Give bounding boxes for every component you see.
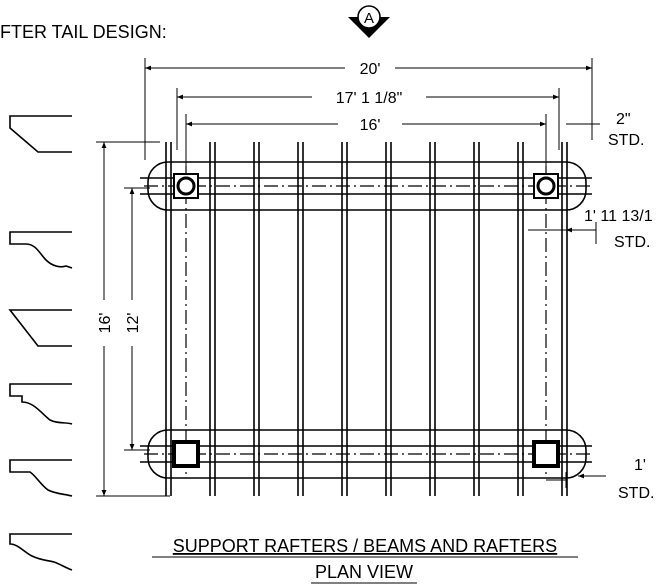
tail-profile-bevel xyxy=(9,115,72,153)
rafter xyxy=(165,142,172,496)
dim-overall-depth-label: 16' xyxy=(97,313,114,334)
beam-top xyxy=(140,161,592,211)
rafter xyxy=(429,142,436,496)
rafter xyxy=(209,142,216,496)
dim-beam-span: 17' 1 1/8" xyxy=(176,88,560,150)
post-top-right xyxy=(533,173,559,199)
tail-profile-ogee-cove xyxy=(9,231,73,269)
dim-overall-width: 20' xyxy=(144,58,593,160)
rafter-tail-design-label: FTER TAIL DESIGN: xyxy=(0,22,167,42)
rafter xyxy=(385,142,392,496)
post-top-left xyxy=(173,173,199,199)
dim-overhang-bottom-value: 1' xyxy=(634,457,646,474)
dim-beam-span-label: 17' 1 1/8" xyxy=(336,90,403,107)
dim-post-spacing-label: 16' xyxy=(360,117,381,134)
drawing-title: SUPPORT RAFTERS / BEAMS AND RAFTERS xyxy=(173,536,557,556)
dim-rafter-spacing-value: 1' 11 13/1 xyxy=(584,208,653,225)
tail-profile-cove-step xyxy=(9,383,73,425)
section-marker-letter: A xyxy=(364,10,374,27)
dim-inner-depth: 12' xyxy=(124,187,150,451)
rafters xyxy=(165,142,568,496)
tail-profile-scroll xyxy=(9,533,73,571)
section-marker: A xyxy=(348,5,390,38)
dim-inner-depth-label: 12' xyxy=(125,313,142,334)
dim-overall-depth: 16' xyxy=(96,141,170,497)
tail-profile-straight-bevel xyxy=(8,309,72,347)
post-bottom-right xyxy=(532,440,560,468)
rafter xyxy=(517,142,524,496)
drawing-subtitle: PLAN VIEW xyxy=(315,562,413,582)
rafter xyxy=(253,142,260,496)
dim-overhang-top: 2" STD. xyxy=(566,111,644,149)
dim-overhang-bottom: 1' STD. xyxy=(546,457,654,502)
dim-overhang-top-std: STD. xyxy=(608,132,644,149)
dim-rafter-spacing: 1' 11 13/1 STD. xyxy=(528,208,653,251)
dim-overhang-bottom-std: STD. xyxy=(618,485,654,502)
dim-rafter-spacing-std: STD. xyxy=(614,234,650,251)
rafter xyxy=(297,142,304,496)
rafter xyxy=(341,142,348,496)
rafter xyxy=(473,142,480,496)
beam-bottom xyxy=(140,429,592,479)
dim-post-spacing: 16' xyxy=(185,114,547,168)
tail-profile-ogee xyxy=(9,459,73,497)
rafter xyxy=(561,142,568,496)
dim-overall-width-label: 20' xyxy=(360,61,381,78)
post-bottom-left xyxy=(172,440,200,468)
dim-overhang-top-value: 2" xyxy=(616,111,631,128)
